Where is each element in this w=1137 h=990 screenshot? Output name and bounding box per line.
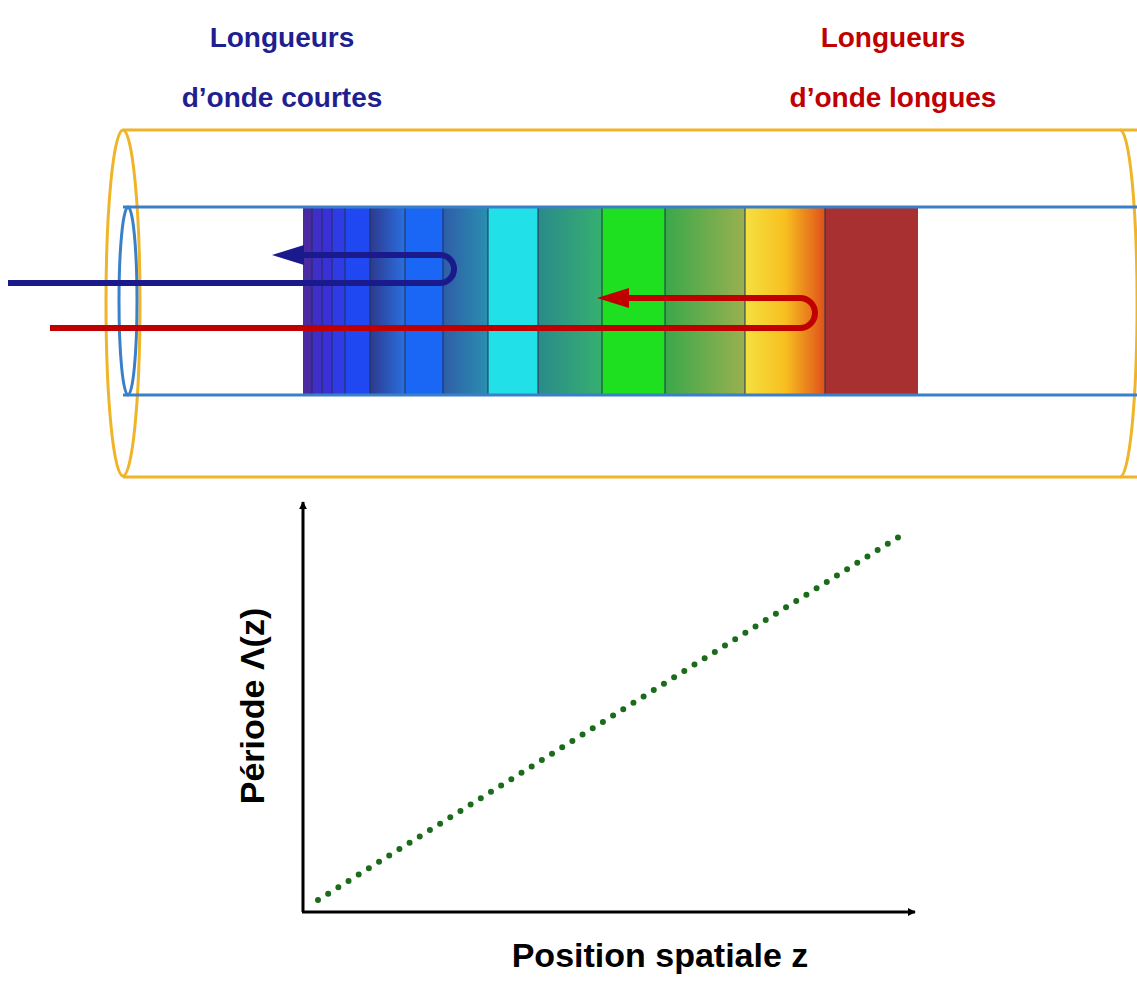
y-axis-label: Période Λ(z) bbox=[232, 608, 272, 804]
x-axis-label: Position spatiale z bbox=[512, 935, 809, 975]
long-wavelength-label: Longueurs d’onde longues bbox=[777, 8, 1009, 128]
short-wavelength-label: Longueurs d’onde courtes bbox=[166, 8, 398, 128]
